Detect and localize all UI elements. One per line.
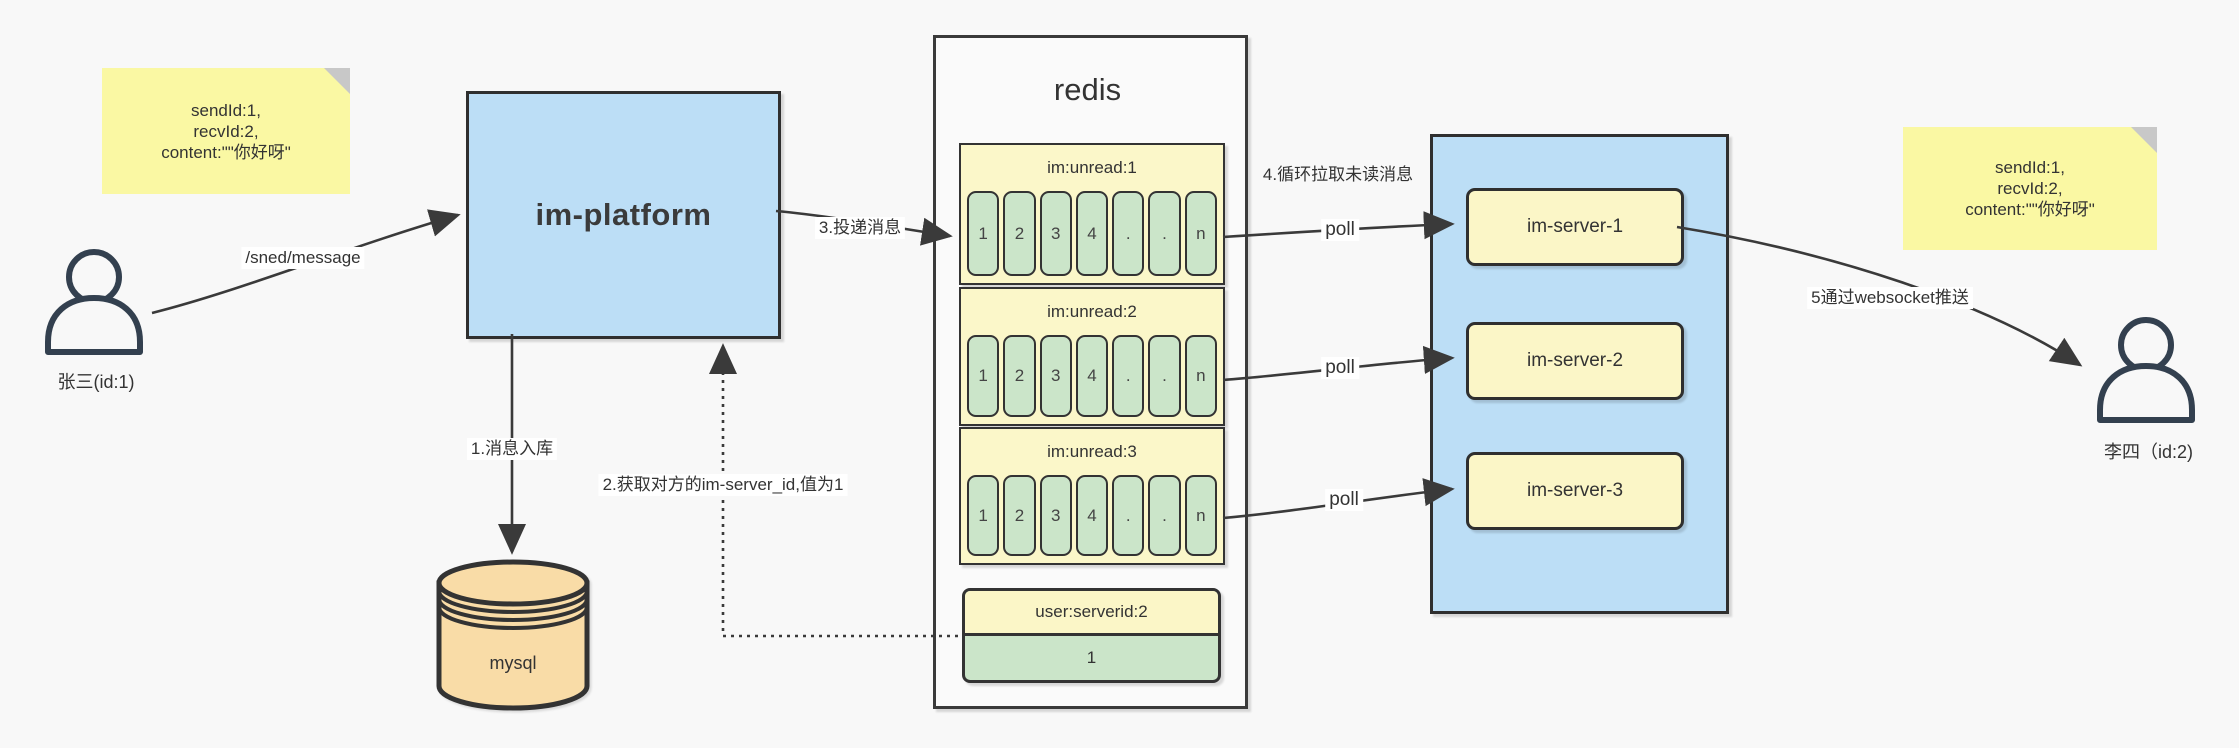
queue-cell: . [1148,335,1181,417]
queue-cell: 1 [967,475,1000,556]
queue-cell: 1 [967,191,1000,276]
mysql-cylinder-icon [436,559,590,711]
queue-cell: . [1112,335,1145,417]
queue-header: im:unread:2 [1047,301,1137,321]
note-line: recvId:2, [193,121,259,141]
label-store-db: 1.消息入库 [466,438,558,460]
queue-cell: 3 [1039,475,1072,556]
receiver-label: 李四（id:2) [2103,442,2193,462]
queue-cell: . [1148,191,1181,276]
note-line: sendId:1, [191,100,261,120]
queue-cell: 3 [1039,335,1072,417]
im-server-3-label: im-server-3 [1526,480,1624,501]
redis-title: redis [1053,72,1122,107]
sender-user-icon [45,249,143,355]
queue-im-unread-1: im:unread:1 1 2 3 4 . . n [959,143,1225,285]
im-server-1-label: im-server-1 [1526,216,1624,237]
queue-cells: 1 2 3 4 . . n [967,335,1217,417]
queue-cell: 3 [1039,191,1072,276]
queue-header: im:unread:1 [1047,157,1137,177]
queue-cell: 4 [1075,191,1109,276]
queue-cell: n [1184,335,1217,417]
im-platform-box: im-platform [466,91,781,339]
label-poll-2: poll [1321,357,1359,379]
queue-cell: n [1184,191,1217,276]
im-server-3-box: im-server-3 [1466,452,1684,530]
label-websocket-push: 5通过websocket推送 [1807,287,1973,309]
im-server-2-label: im-server-2 [1526,350,1624,371]
note-line: sendId:1, [1995,158,2065,177]
label-poll-3: poll [1325,489,1363,511]
sender-label: 张三(id:1) [57,372,135,392]
queue-header: im:unread:3 [1047,441,1137,461]
receiver-user-icon [2097,317,2195,423]
im-server-2-box: im-server-2 [1466,322,1684,400]
queue-cell: 4 [1075,335,1109,417]
queue-cell: 2 [1003,335,1036,417]
note-line: content:""你好呀" [1965,200,2095,219]
queue-cell: 2 [1003,191,1036,276]
user-serverid-box: user:serverid:2 1 [962,588,1221,683]
label-deliver-message: 3.投递消息 [814,217,906,239]
kv-value: 1 [1086,648,1097,667]
label-send-message: /sned/message [241,247,365,269]
receiver-note-text: sendId:1, recvId:2, content:""你好呀" [1965,157,2095,220]
queue-cell: . [1112,191,1145,276]
note-fold-icon [2131,127,2157,153]
queue-cell: . [1112,475,1145,556]
im-server-1-box: im-server-1 [1466,188,1684,266]
im-platform-label: im-platform [535,197,712,232]
label-pull-unread: 4.循环拉取未读消息 [1262,165,1414,184]
kv-key: user:serverid:2 [965,591,1218,636]
queue-cells: 1 2 3 4 . . n [967,475,1217,556]
queue-cells: 1 2 3 4 . . n [967,191,1217,276]
sender-note-text: sendId:1, recvId:2, content:""你好呀" [161,100,291,163]
queue-im-unread-3: im:unread:3 1 2 3 4 . . n [959,427,1225,565]
queue-cell: 4 [1075,475,1109,556]
mysql-label: mysql [489,653,537,673]
label-fetch-serverid: 2.获取对方的im-server_id,值为1 [598,474,848,496]
note-line: content:""你好呀" [161,142,291,162]
queue-cell: 2 [1003,475,1036,556]
receiver-note: sendId:1, recvId:2, content:""你好呀" [1903,127,2157,250]
queue-cell: . [1148,475,1181,556]
queue-im-unread-2: im:unread:2 1 2 3 4 . . n [959,287,1225,426]
note-line: recvId:2, [1997,179,2063,198]
sender-note: sendId:1, recvId:2, content:""你好呀" [102,68,350,194]
label-poll-1: poll [1321,219,1359,241]
note-fold-icon [324,68,350,94]
queue-cell: n [1184,475,1217,556]
queue-cell: 1 [967,335,1000,417]
